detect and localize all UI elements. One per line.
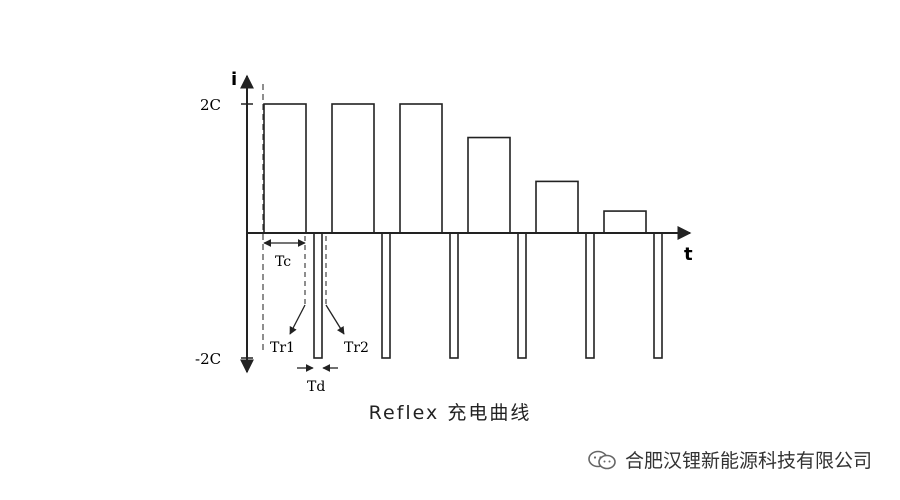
discharge-pulse-6 [653,232,663,359]
discharge-pulse-5 [585,232,595,359]
x-axis-label: t [684,244,693,265]
watermark-text: 合肥汉锂新能源科技有限公司 [624,450,872,472]
watermark: 合肥汉锂新能源科技有限公司 [587,446,872,473]
discharge-pulses [313,232,663,359]
y-min-label: -2C [195,350,221,368]
charge-pulse-2 [331,103,375,234]
charge-pulse-1 [263,103,307,234]
y-axis-label: i [231,69,237,90]
tr1-label: Tr1 [270,340,295,356]
discharge-pulse-4 [517,232,527,359]
wechat-icon [588,450,616,469]
charge-pulse-3 [399,103,443,234]
discharge-pulse-2 [381,232,391,359]
tr2-label: Tr2 [344,340,369,356]
tc-label: Tc [275,254,291,270]
charge-pulse-4 [467,136,511,234]
tr1-arrow [289,304,306,335]
discharge-pulse-1 [313,232,323,359]
td-label: Td [307,379,325,395]
y-max-label: 2C [200,96,221,114]
charge-pulses [263,103,647,234]
charge-pulse-6 [603,210,647,234]
tr2-arrow [325,304,345,335]
diagram-caption: Reflex 充电曲线 [368,402,532,424]
charge-pulse-5 [535,180,579,234]
discharge-pulse-3 [449,232,459,359]
